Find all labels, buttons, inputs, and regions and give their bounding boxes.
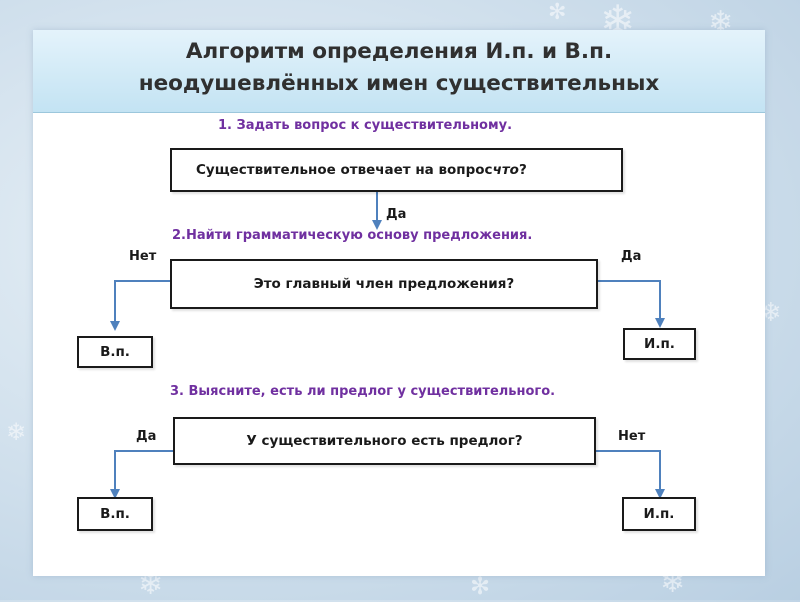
snowflake-decoration: ✻ [548, 0, 567, 25]
answer-yes-q3: Да [136, 429, 157, 444]
result-acc-1-label: В.п. [100, 344, 130, 360]
question-3-text: У существительного есть предлог? [246, 433, 523, 449]
question-1-suffix: ? [518, 162, 527, 178]
step-3-label: 3. Выясните, есть ли предлог у существит… [170, 384, 556, 399]
result-box-nom-1: И.п. [623, 328, 696, 360]
snowflake-decoration: ✻ [470, 572, 491, 600]
arrow-q2-no [110, 280, 170, 331]
question-1-word: что [492, 162, 519, 178]
slide: Алгоритм определения И.п. и В.п. неодуше… [33, 30, 765, 576]
snowflake-decoration: ❄ [760, 298, 782, 328]
arrow-q3-no [595, 450, 665, 499]
question-box-1: Существительное отвечает на вопрос что? [170, 148, 623, 192]
question-2-text: Это главный член предложения? [253, 276, 515, 292]
title-line-1: Алгоритм определения И.п. и В.п. [185, 39, 613, 64]
snowflake-decoration: ❄ [6, 418, 27, 446]
question-box-3: У существительного есть предлог? [173, 417, 596, 465]
result-box-acc-1: В.п. [77, 336, 153, 368]
arrow-q2-yes [597, 280, 665, 328]
result-box-acc-2: В.п. [77, 497, 153, 531]
answer-no-q2: Нет [129, 249, 157, 264]
answer-yes-q2: Да [621, 249, 642, 264]
answer-no-q3: Нет [618, 429, 646, 444]
question-1-prefix: Существительное отвечает на вопрос [196, 162, 493, 178]
question-box-2: Это главный член предложения? [170, 259, 598, 309]
result-nom-1-label: И.п. [644, 336, 675, 352]
result-nom-2-label: И.п. [643, 506, 675, 522]
title-band: Алгоритм определения И.п. и В.п. неодуше… [33, 30, 765, 113]
answer-yes-step1: Да [386, 207, 407, 222]
title-line-2: неодушевлённых имен существительных [138, 71, 660, 96]
result-box-nom-2: И.п. [622, 497, 696, 531]
flow-arrows [110, 192, 665, 499]
arrow-q3-yes [110, 450, 173, 499]
step-2-label: 2.Найти грамматическую основу предложени… [172, 228, 533, 243]
step-1-label: 1. Задать вопрос к существительному. [218, 118, 513, 133]
result-acc-2-label: В.п. [100, 506, 130, 522]
